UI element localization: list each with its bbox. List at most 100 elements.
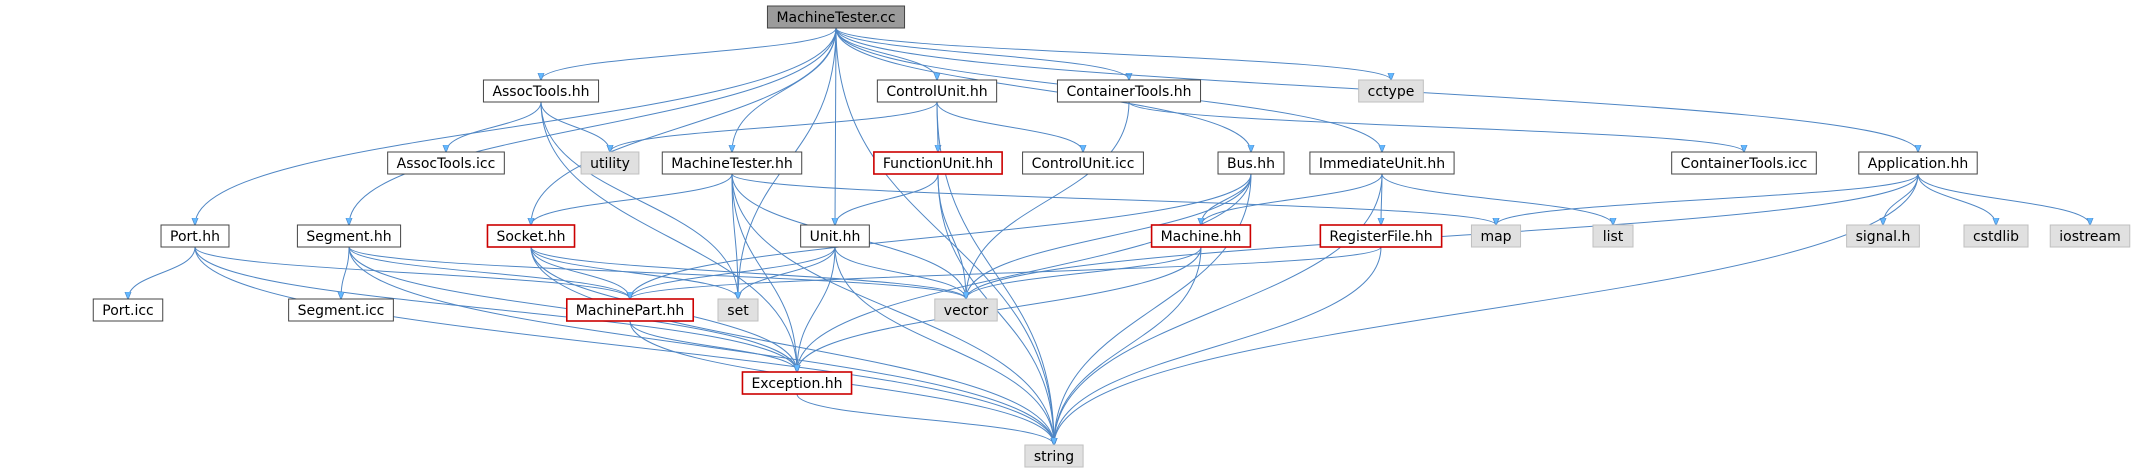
- node-box: [160, 224, 230, 248]
- node-box: [482, 79, 600, 103]
- node-assoctools-hh[interactable]: AssocTools.hh: [482, 79, 600, 103]
- node-containertools-hh[interactable]: ContainerTools.hh: [1056, 79, 1202, 103]
- edge-segment-hh-to-vector: [348, 246, 966, 299]
- node-box: [1592, 224, 1634, 248]
- edge-machinetester-cc-to-assoctools-hh: [541, 27, 837, 80]
- edge-registerfile-hh-to-machinepart-hh: [630, 246, 1382, 299]
- node-assoctools-icc[interactable]: AssocTools.icc: [387, 151, 505, 175]
- node-label: ControlUnit.icc: [1032, 156, 1135, 172]
- edge-machinetester-cc-to-segment-hh: [349, 27, 837, 225]
- node-controlunit-icc[interactable]: ControlUnit.icc: [1022, 151, 1144, 175]
- node-label: Application.hh: [1868, 156, 1968, 172]
- node-box: [2049, 224, 2131, 248]
- node-box: [1963, 224, 2029, 248]
- node-map[interactable]: map: [1470, 224, 1522, 248]
- edge-exception-hh-to-string: [796, 393, 1054, 445]
- node-cstdlib[interactable]: cstdlib: [1963, 224, 2029, 248]
- edge-machinetester-hh-to-string: [731, 173, 1054, 445]
- node-box: [296, 224, 402, 248]
- node-label: Port.icc: [102, 303, 154, 319]
- node-label: ImmediateUnit.hh: [1319, 156, 1445, 172]
- node-box: [661, 151, 803, 175]
- node-list[interactable]: list: [1592, 224, 1634, 248]
- node-box: [934, 298, 998, 322]
- node-machinetester-cc[interactable]: MachineTester.cc: [766, 5, 906, 29]
- node-label: string: [1034, 449, 1074, 465]
- edge-port-hh-to-exception-hh: [194, 246, 797, 372]
- edge-socket-hh-to-vector: [530, 246, 966, 299]
- node-vector[interactable]: vector: [934, 298, 998, 322]
- edge-application-hh-to-iostream: [1917, 173, 2090, 225]
- node-box: [717, 298, 759, 322]
- node-socket-hh[interactable]: Socket.hh: [486, 224, 576, 248]
- edge-machinetester-hh-to-exception-hh: [731, 173, 797, 372]
- node-machinepart-hh[interactable]: MachinePart.hh: [565, 298, 695, 322]
- node-registerfile-hh[interactable]: RegisterFile.hh: [1319, 224, 1443, 248]
- edge-socket-hh-to-set: [530, 246, 738, 299]
- edge-machinetester-cc-to-bus-hh: [835, 27, 1251, 152]
- node-containertools-icc[interactable]: ContainerTools.icc: [1671, 151, 1817, 175]
- node-box: [1024, 444, 1084, 468]
- edge-unit-hh-to-string: [834, 246, 1054, 445]
- node-port-icc[interactable]: Port.icc: [92, 298, 164, 322]
- node-segment-icc[interactable]: Segment.icc: [288, 298, 394, 322]
- node-cctype[interactable]: cctype: [1358, 79, 1424, 103]
- edge-machinetester-cc-to-controlunit-hh: [835, 27, 937, 80]
- node-controlunit-hh[interactable]: ControlUnit.hh: [876, 79, 998, 103]
- node-box: [486, 224, 576, 248]
- node-machine-hh[interactable]: Machine.hh: [1150, 224, 1252, 248]
- edge-bus-hh-to-machinepart-hh: [630, 173, 1252, 299]
- node-immediateunit-hh[interactable]: ImmediateUnit.hh: [1309, 151, 1455, 175]
- node-bus-hh[interactable]: Bus.hh: [1217, 151, 1285, 175]
- node-application-hh[interactable]: Application.hh: [1858, 151, 1978, 175]
- edge-bus-hh-to-string: [1054, 173, 1252, 445]
- edge-machinetester-cc-to-cctype: [835, 27, 1391, 80]
- node-box: [873, 151, 1003, 175]
- node-label: list: [1603, 229, 1624, 245]
- edge-containertools-hh-to-containertools-icc: [1128, 101, 1744, 152]
- edge-machine-hh-to-string: [1054, 246, 1202, 445]
- node-set[interactable]: set: [717, 298, 759, 322]
- node-label: cctype: [1368, 84, 1415, 100]
- node-label: ControlUnit.hh: [886, 84, 987, 100]
- node-segment-hh[interactable]: Segment.hh: [296, 224, 402, 248]
- node-functionunit-hh[interactable]: FunctionUnit.hh: [873, 151, 1003, 175]
- node-box: [1022, 151, 1144, 175]
- edge-application-hh-to-map: [1496, 173, 1919, 225]
- node-exception-hh[interactable]: Exception.hh: [741, 371, 853, 395]
- edge-machinetester-cc-to-unit-hh: [835, 27, 836, 225]
- node-signal-h[interactable]: signal.h: [1846, 224, 1920, 248]
- node-label: cstdlib: [1973, 229, 2019, 245]
- node-box: [1671, 151, 1817, 175]
- edge-port-hh-to-port-icc: [128, 246, 196, 299]
- node-port-hh[interactable]: Port.hh: [160, 224, 230, 248]
- node-label: iostream: [2059, 229, 2121, 245]
- node-box: [1319, 224, 1443, 248]
- edge-immediateunit-hh-to-string: [1054, 173, 1383, 445]
- node-label: Exception.hh: [751, 376, 842, 392]
- node-box: [766, 5, 906, 29]
- edge-immediateunit-hh-to-machine-hh: [1201, 173, 1383, 225]
- node-label: MachineTester.hh: [671, 156, 792, 172]
- node-string[interactable]: string: [1024, 444, 1084, 468]
- edge-unit-hh-to-exception-hh: [797, 246, 836, 372]
- edge-unit-hh-to-machinepart-hh: [630, 246, 836, 299]
- node-machinetester-hh[interactable]: MachineTester.hh: [661, 151, 803, 175]
- node-label: vector: [944, 303, 989, 319]
- node-label: map: [1480, 229, 1511, 245]
- edge-application-hh-to-cstdlib: [1917, 173, 1996, 225]
- edge-segment-hh-to-machinepart-hh: [348, 246, 630, 299]
- node-label: Unit.hh: [810, 229, 861, 245]
- edge-machinetester-hh-to-socket-hh: [531, 173, 733, 225]
- node-iostream[interactable]: iostream: [2049, 224, 2131, 248]
- node-unit-hh[interactable]: Unit.hh: [800, 224, 870, 248]
- node-box: [387, 151, 505, 175]
- node-box: [741, 371, 853, 395]
- node-label: ContainerTools.hh: [1066, 84, 1191, 100]
- edge-bus-hh-to-exception-hh: [797, 173, 1252, 372]
- node-utility[interactable]: utility: [580, 151, 640, 175]
- node-box: [1470, 224, 1522, 248]
- edge-application-hh-to-string: [1054, 173, 1919, 445]
- node-box: [1858, 151, 1978, 175]
